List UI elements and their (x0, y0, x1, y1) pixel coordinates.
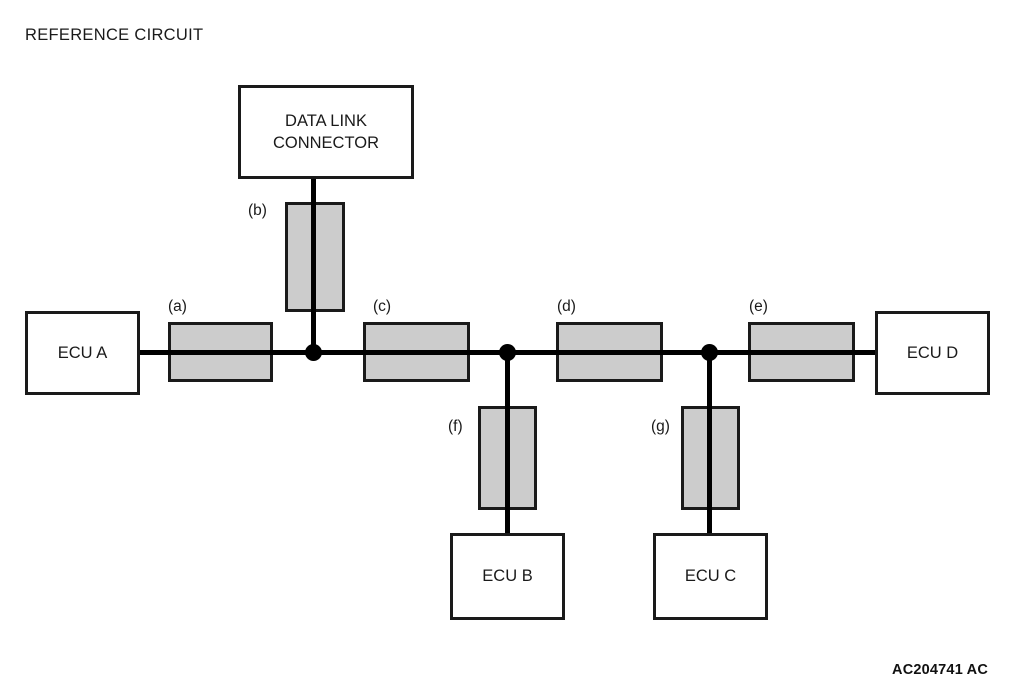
data-link-connector-label: DATA LINK CONNECTOR (272, 111, 380, 152)
harness-label-f: (f) (448, 418, 463, 435)
node-ecu-d: ECU D (875, 311, 990, 395)
harness-label-c: (c) (373, 298, 392, 315)
ecu-b-label: ECU B (482, 567, 533, 586)
reference-code: AC204741 AC (892, 662, 988, 678)
harness-label-g: (g) (651, 418, 670, 435)
node-data-link-connector: DATA LINK CONNECTOR (238, 85, 414, 179)
ecu-d-label: ECU D (906, 343, 959, 362)
harness-label-d: (d) (557, 298, 576, 315)
node-ecu-a: ECU A (25, 311, 140, 395)
wire-dlc-to-junction-1 (311, 178, 316, 360)
ecu-c-label: ECU C (684, 567, 737, 586)
node-ecu-b: ECU B (450, 533, 565, 620)
ecu-a-label: ECU A (57, 343, 108, 362)
wire-junction-3-to-ecu-c (707, 350, 712, 535)
wire-junction-2-to-ecu-b (505, 350, 510, 535)
node-ecu-c: ECU C (653, 533, 768, 620)
page-title: REFERENCE CIRCUIT (25, 26, 204, 44)
junction-2-dot (499, 344, 516, 361)
junction-1-dot (305, 344, 322, 361)
junction-3-dot (701, 344, 718, 361)
harness-label-b: (b) (248, 202, 267, 219)
harness-label-a: (a) (168, 298, 187, 315)
harness-label-e: (e) (749, 298, 768, 315)
